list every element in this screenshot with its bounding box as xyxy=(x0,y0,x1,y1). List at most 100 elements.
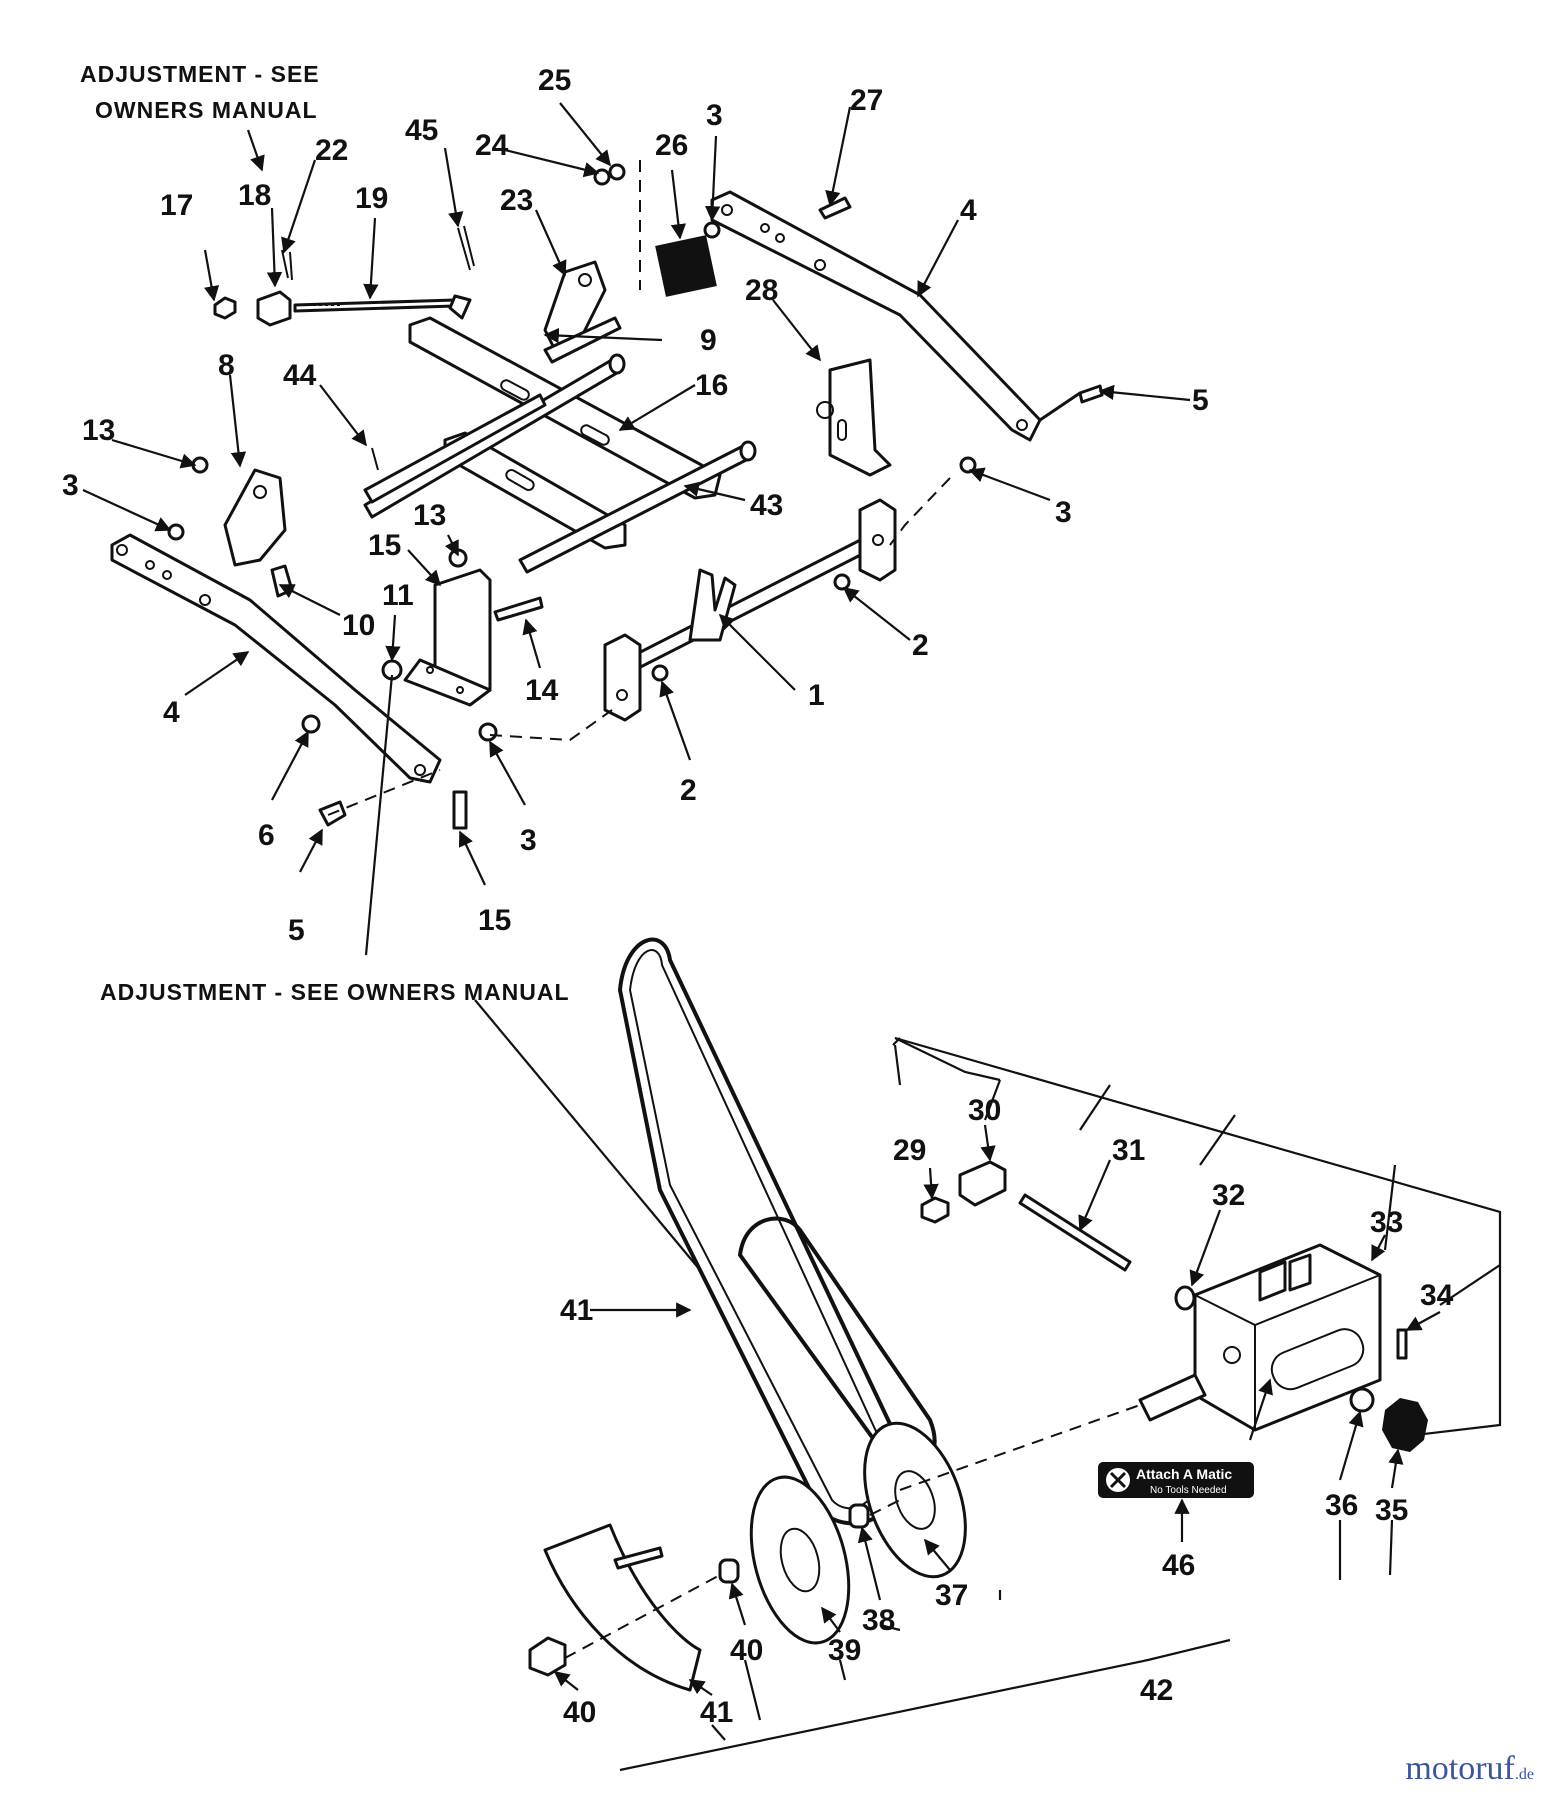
left-bracket-8 xyxy=(223,468,287,567)
lower-drive-assembly: Attach A Matic No Tools Needed xyxy=(528,937,1502,1772)
bolt-10 xyxy=(270,564,294,598)
pin-32 xyxy=(1396,1328,1408,1360)
cotter-pin-44 xyxy=(371,447,379,471)
callout-5-right: 5 xyxy=(1192,384,1209,417)
callout-13-mid: 13 xyxy=(413,499,446,532)
note-middle: ADJUSTMENT - SEE OWNERS MANUAL xyxy=(100,979,570,1005)
bracket-9 xyxy=(543,316,622,364)
callout-39: 41 xyxy=(700,1696,733,1729)
reflector-24 xyxy=(655,235,717,297)
end-plate-right xyxy=(858,498,897,582)
nut-17 xyxy=(213,296,237,320)
callout-35: 37 xyxy=(935,1579,968,1612)
note-top-line2: OWNERS MANUAL xyxy=(95,97,318,123)
callout-46: 46 xyxy=(1162,1549,1195,1582)
right-side-arm xyxy=(710,190,1042,442)
shaft-fork xyxy=(688,568,737,642)
callout-4-right: 4 xyxy=(960,194,977,227)
callout-10: 10 xyxy=(342,609,375,642)
spacer-3-b xyxy=(703,221,721,239)
callout-34: 36 xyxy=(1325,1489,1358,1522)
upper-frame-plate xyxy=(408,316,722,500)
callout-1: 1 xyxy=(808,679,825,712)
watermark-text: motoruf xyxy=(1405,1750,1515,1787)
callout-28: 30 xyxy=(968,1094,1001,1127)
spacer-3-d xyxy=(478,722,498,742)
callout-3-left: 3 xyxy=(62,469,79,502)
leader-lines xyxy=(82,102,1501,1741)
callout-20: 22 xyxy=(315,134,348,167)
nut-27 xyxy=(920,1196,950,1224)
cotter-pin-45 xyxy=(457,225,475,271)
spacer-38 xyxy=(718,1558,740,1584)
callout-3-top: 3 xyxy=(706,99,723,132)
washer-30 xyxy=(1174,1285,1196,1311)
callout-14: 14 xyxy=(525,674,559,707)
callout-45: 45 xyxy=(405,114,438,147)
callout-24: 26 xyxy=(655,129,688,162)
main-shaft-1 xyxy=(613,528,888,679)
washer-13-b xyxy=(448,548,468,568)
callout-42: 42 xyxy=(1140,1674,1173,1707)
callout-30: 32 xyxy=(1212,1179,1245,1212)
callout-37: 39 xyxy=(828,1634,861,1667)
bolt-14 xyxy=(493,596,544,622)
decal-46: Attach A Matic No Tools Needed xyxy=(1098,1462,1254,1498)
output-shaft xyxy=(1138,1373,1207,1422)
bolt-5-a xyxy=(1039,384,1104,422)
decal-line1: Attach A Matic xyxy=(1136,1466,1232,1482)
callout-3-bottom: 3 xyxy=(520,824,537,857)
callout-2-bottom: 2 xyxy=(680,774,697,807)
watermark: motoruf.de xyxy=(1405,1750,1534,1788)
hairpin-20 xyxy=(281,249,293,281)
callout-27: 29 xyxy=(893,1134,926,1167)
nut-2-a xyxy=(833,573,851,591)
threaded-rod-29 xyxy=(1018,1193,1132,1272)
note-top-line1: ADJUSTMENT - SEE xyxy=(80,61,320,87)
callout-44: 44 xyxy=(283,359,317,392)
pulley-37 xyxy=(749,1475,851,1645)
washer-23 xyxy=(608,163,626,181)
washer-13-a xyxy=(191,456,209,474)
end-plate-left xyxy=(603,633,642,722)
callout-16: 16 xyxy=(695,369,728,402)
callout-23: 25 xyxy=(538,64,571,97)
callout-43: 43 xyxy=(750,489,783,522)
callout-26: 28 xyxy=(745,274,778,307)
upper-hitch-assembly xyxy=(110,160,1104,830)
kit-outline-42 xyxy=(894,1036,1502,1440)
spacer-3-a xyxy=(167,523,185,541)
mid-cross-rod xyxy=(363,393,547,504)
nut-6 xyxy=(301,714,321,734)
drive-belt-41-inner xyxy=(628,949,883,1510)
callout-33: 35 xyxy=(1375,1494,1408,1527)
callout-11: 11 xyxy=(382,579,414,612)
callout-17: 17 xyxy=(160,189,193,222)
belt-guard-39 xyxy=(543,1523,702,1692)
callout-40: 40 xyxy=(563,1696,596,1729)
bolt-25 xyxy=(818,196,852,220)
mount-bracket-26 xyxy=(828,358,892,477)
bolt-15 xyxy=(452,790,468,830)
drive-belt-41 xyxy=(617,937,905,1526)
callout-32: 34 xyxy=(1420,1279,1454,1312)
pulley-35 xyxy=(863,1421,967,1579)
nut-2-b xyxy=(651,664,669,682)
block-28 xyxy=(958,1160,1007,1207)
callout-15: 15 xyxy=(478,904,511,937)
washer-34 xyxy=(1349,1387,1375,1413)
knob-33 xyxy=(1382,1398,1428,1452)
callout-19: 19 xyxy=(355,182,388,215)
decal-line2: No Tools Needed xyxy=(1150,1485,1227,1496)
callout-25: 27 xyxy=(850,84,883,117)
callout-3-right: 3 xyxy=(1055,496,1072,529)
callout-5-left: 5 xyxy=(288,914,305,947)
callout-4-left: 4 xyxy=(163,696,180,729)
callout-6: 6 xyxy=(258,819,275,852)
callout-22: 24 xyxy=(475,129,509,162)
callout-38: 40 xyxy=(730,1634,763,1667)
callout-29: 31 xyxy=(1112,1134,1145,1167)
callout-2-right: 2 xyxy=(912,629,929,662)
callout-36: 38 xyxy=(862,1604,895,1637)
